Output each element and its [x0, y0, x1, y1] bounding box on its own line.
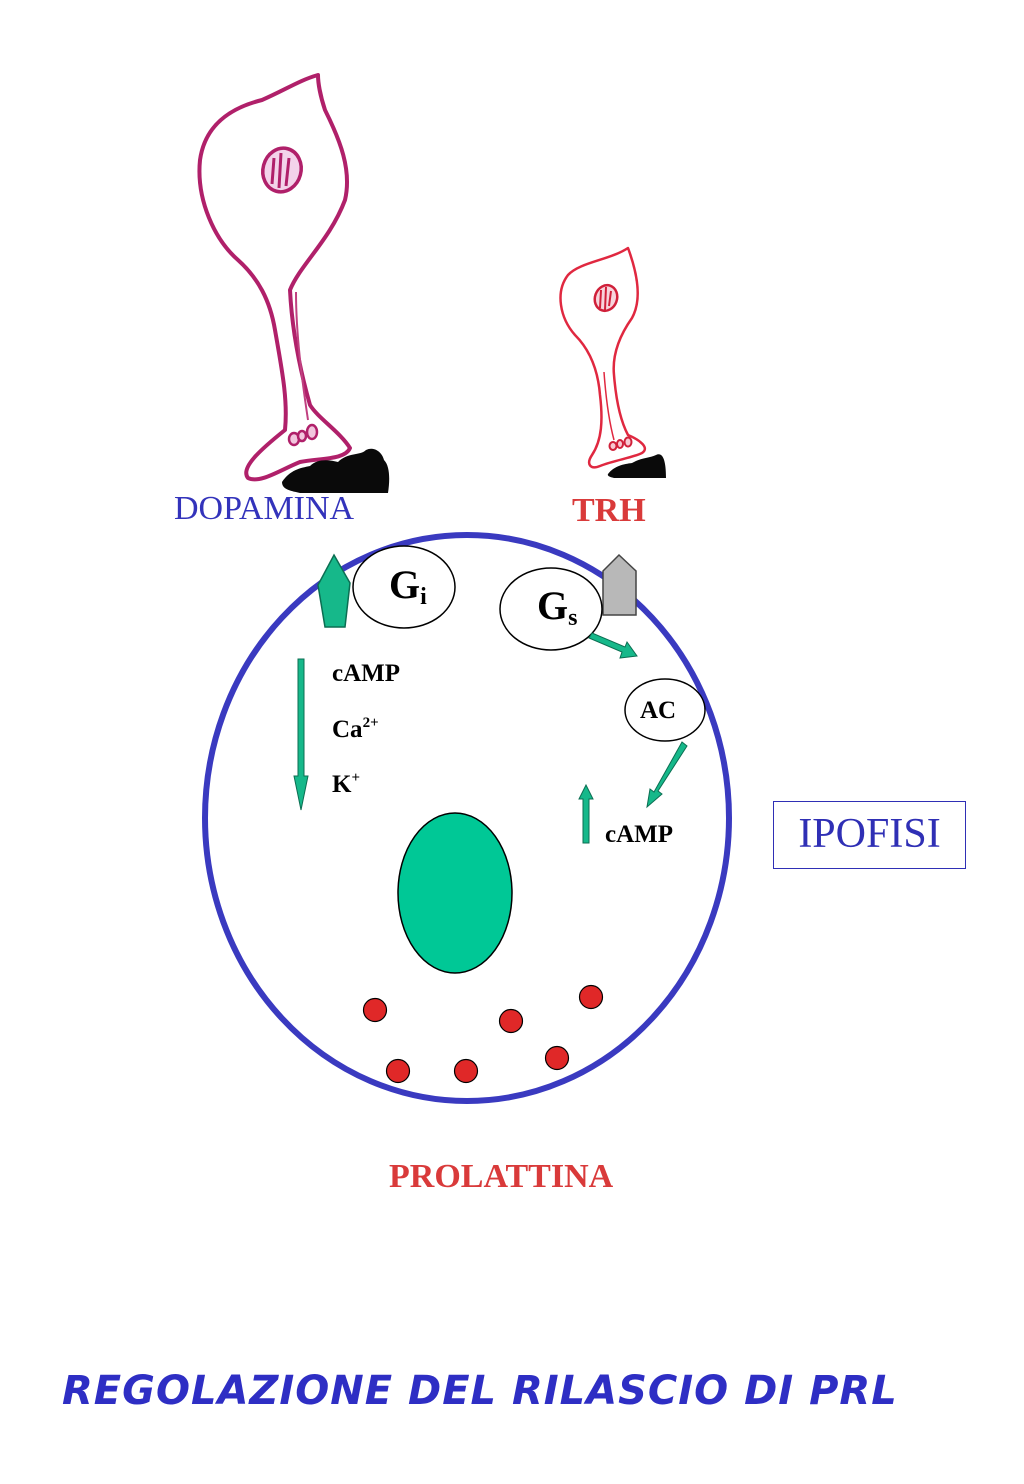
ipofisi-label: IPOFISI	[798, 811, 941, 857]
trh-neuron	[559, 246, 647, 469]
potassium-symbol: K	[332, 771, 352, 798]
cell-nucleus	[397, 812, 513, 974]
camp-label-left: cAMP	[332, 660, 401, 687]
gs-to-ac-arrow	[588, 632, 638, 659]
trh-neuron-nucleus	[593, 283, 619, 313]
gs-subscript: s	[568, 605, 578, 631]
trh-release-blob	[607, 454, 666, 478]
calcium-charge: 2+	[362, 715, 379, 731]
granule	[578, 984, 604, 1010]
camp-label-right: cAMP	[605, 821, 674, 848]
ac-label: AC	[640, 697, 677, 724]
pituitary-cell-membrane	[202, 532, 732, 1104]
gs-protein	[499, 567, 603, 651]
granule	[453, 1058, 479, 1084]
camp-increase-arrow	[578, 783, 594, 844]
potassium-charge: +	[351, 770, 361, 786]
prolactin-granules	[362, 984, 604, 1084]
ipofisi-box: IPOFISI	[773, 801, 966, 869]
gi-label: Gi	[389, 561, 427, 611]
dopamine-receptor	[317, 553, 351, 628]
dopamine-vesicles	[287, 423, 319, 447]
trh-receptor	[602, 553, 637, 616]
calcium-label: Ca2+	[332, 715, 379, 744]
adenylate-cyclase	[624, 678, 706, 742]
prolattina-label: PROLATTINA	[389, 1158, 614, 1195]
granule	[385, 1058, 411, 1084]
page-title: REGOLAZIONE DEL RILASCIO DI PRL	[62, 1368, 898, 1414]
gi-subscript: i	[420, 584, 427, 610]
trh-vesicles	[608, 436, 633, 451]
granule	[544, 1045, 570, 1071]
calcium-symbol: Ca	[332, 716, 363, 743]
gi-protein	[352, 545, 456, 629]
dopamine-neuron	[197, 73, 352, 482]
messengers-decrease-arrow	[293, 658, 309, 811]
dopamina-label: DOPAMINA	[174, 490, 355, 527]
granule	[498, 1008, 524, 1034]
gs-symbol: G	[537, 583, 569, 628]
gi-symbol: G	[389, 562, 421, 607]
dopamine-neuron-nucleus	[261, 146, 303, 194]
gs-label: Gs	[537, 582, 577, 632]
granule	[362, 997, 388, 1023]
trh-label: TRH	[572, 492, 646, 529]
potassium-label: K+	[332, 770, 360, 799]
ac-to-camp-arrow	[646, 741, 688, 809]
dopamine-release-blob	[282, 448, 390, 493]
